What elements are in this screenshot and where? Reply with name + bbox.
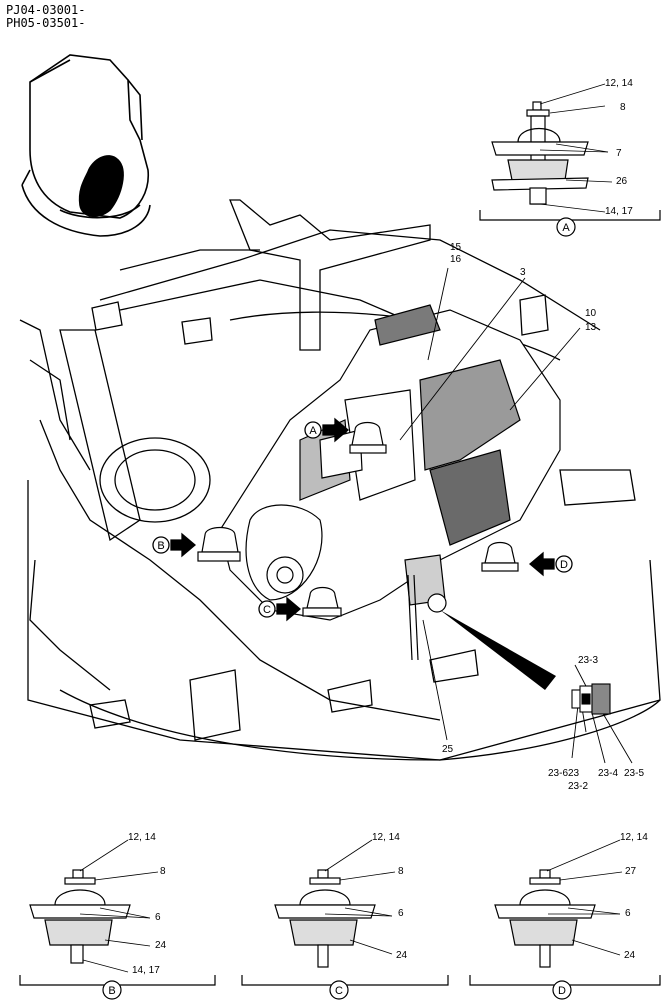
marker-b bbox=[152, 532, 197, 558]
callout-13: 13 bbox=[585, 322, 597, 333]
engine-mounts bbox=[197, 421, 519, 617]
b-callout-24: 24 bbox=[155, 940, 167, 951]
marker-c bbox=[258, 596, 302, 622]
b-callout-6: 6 bbox=[155, 912, 161, 923]
callout-15: 15 bbox=[450, 242, 462, 253]
marker-b-arrow bbox=[170, 532, 197, 558]
drain-pipe bbox=[407, 574, 447, 661]
c-callout-6: 6 bbox=[398, 908, 404, 919]
marker-c-label: C bbox=[263, 604, 271, 616]
b-callout-8: 8 bbox=[160, 866, 166, 877]
callout-23-5: 23-5 bbox=[624, 768, 644, 779]
detail-view-c bbox=[241, 869, 449, 1000]
a-callout-8: 8 bbox=[620, 102, 626, 113]
callout-23: 23 bbox=[568, 768, 580, 779]
detail-view-a bbox=[479, 101, 661, 237]
d-callout-6: 6 bbox=[625, 908, 631, 919]
view-c-label: C bbox=[335, 985, 343, 997]
detail-pointer-arrow bbox=[440, 610, 556, 690]
d-callout-24: 24 bbox=[624, 950, 636, 961]
a-callout-7: 7 bbox=[616, 148, 622, 159]
machine-location-thumbnail bbox=[21, 54, 151, 237]
a-callout-26: 26 bbox=[616, 176, 628, 187]
callout-10: 10 bbox=[585, 308, 597, 319]
b-callout-14-17: 14, 17 bbox=[132, 965, 160, 976]
view-a-label: A bbox=[562, 222, 570, 234]
marker-a bbox=[304, 417, 350, 443]
c-callout-8: 8 bbox=[398, 866, 404, 877]
detail-view-b bbox=[19, 869, 216, 1000]
marker-c-arrow bbox=[276, 596, 302, 622]
callout-23-6: 23-6 bbox=[548, 768, 568, 779]
header-serial-2: PH05-03501- bbox=[6, 16, 86, 30]
view-d-label: D bbox=[558, 985, 566, 997]
detail-d-leaders bbox=[546, 839, 623, 956]
c-callout-12-14: 12, 14 bbox=[372, 832, 400, 843]
fitting-detail-23 bbox=[571, 683, 611, 715]
d-callout-27: 27 bbox=[625, 866, 637, 877]
callout-23-2: 23-2 bbox=[568, 781, 588, 792]
callout-25: 25 bbox=[442, 744, 454, 755]
detail-a-leaders bbox=[539, 83, 613, 213]
callout-16: 16 bbox=[450, 254, 462, 265]
callout-3: 3 bbox=[520, 267, 526, 278]
engine-assembly bbox=[219, 304, 561, 621]
marker-d-label: D bbox=[560, 559, 568, 571]
machine-frame bbox=[19, 199, 661, 761]
header-serial-1: PJ04-03001- bbox=[6, 3, 86, 17]
detail-c-leaders bbox=[324, 839, 396, 955]
marker-d-arrow bbox=[528, 551, 555, 577]
c-callout-24: 24 bbox=[396, 950, 408, 961]
view-b-label: B bbox=[108, 985, 115, 997]
marker-b-label: B bbox=[157, 540, 164, 552]
d-callout-12-14: 12, 14 bbox=[620, 832, 648, 843]
marker-a-arrow bbox=[322, 417, 350, 443]
callout-23-4: 23-4 bbox=[598, 768, 618, 779]
b-callout-12-14: 12, 14 bbox=[128, 832, 156, 843]
callout-23-3: 23-3 bbox=[578, 655, 598, 666]
detail-view-d bbox=[469, 869, 661, 1000]
marker-a-label: A bbox=[309, 425, 317, 437]
marker-d bbox=[528, 551, 573, 577]
a-callout-12-14: 12, 14 bbox=[605, 78, 633, 89]
a-callout-14-17: 14, 17 bbox=[605, 206, 633, 217]
detail-b-leaders bbox=[79, 839, 159, 973]
